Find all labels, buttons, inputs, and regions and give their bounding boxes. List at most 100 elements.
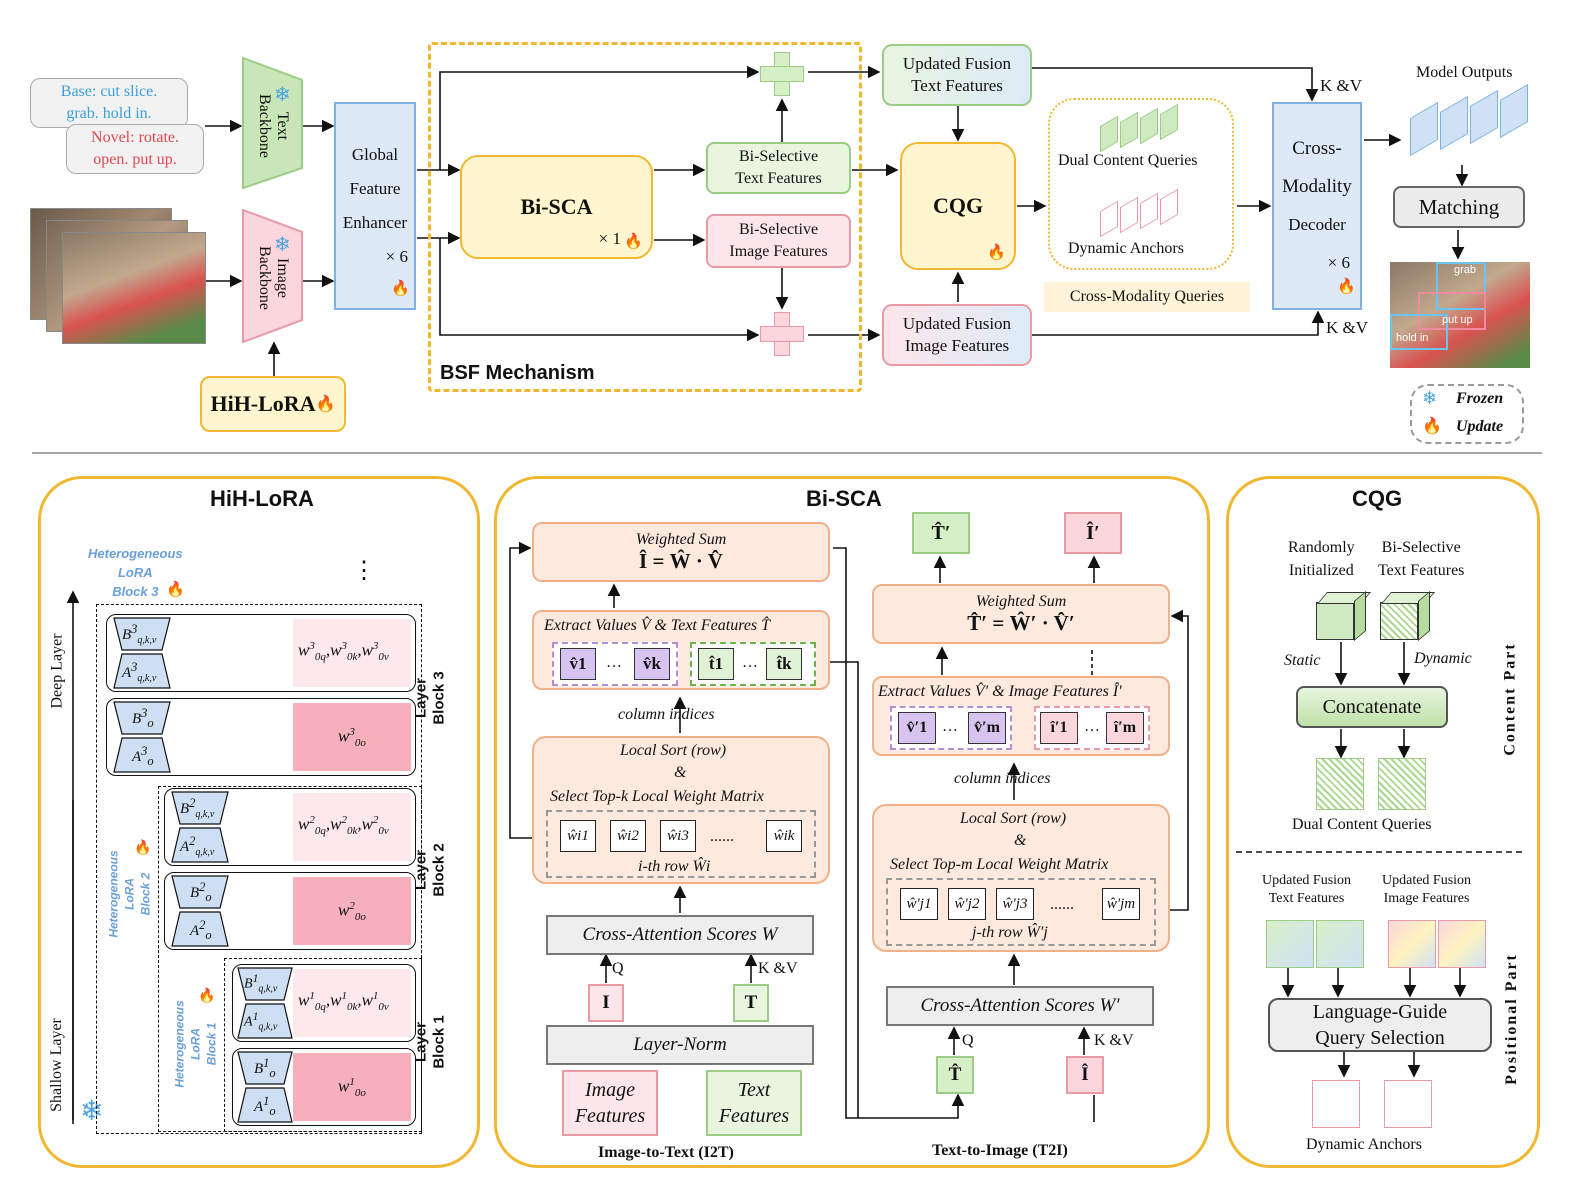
dual-content-queries-cubes xyxy=(1100,103,1182,153)
shallow-layer-label: Shallow Layer xyxy=(47,1018,65,1112)
kv-label-top: K &V xyxy=(1320,76,1363,95)
w-qkv-1: w10q,w10k,w10v xyxy=(298,990,389,1014)
model-outputs-cubes xyxy=(1410,83,1528,157)
bisca-times: × 1 xyxy=(598,229,621,248)
ls-i2t-l3: Select Top-k Local Weight Matrix xyxy=(550,788,764,805)
fire-icon: 🔥 xyxy=(1337,279,1356,295)
column-indices-i2t: column indices xyxy=(618,706,715,723)
hih-lora-box: HiH-LoRA 🔥 xyxy=(200,376,346,432)
anchor-cube-1 xyxy=(1312,1080,1360,1128)
v-ellipsis: … xyxy=(606,654,622,671)
w-i1: ŵi1 xyxy=(560,820,596,852)
novel-line-1: Novel: rotate. xyxy=(91,129,179,146)
w-qkv-2: w20q,w20k,w20v xyxy=(298,814,389,838)
ip-ellipsis: … xyxy=(1084,718,1100,735)
snowflake-icon: ❄ xyxy=(1422,388,1438,408)
bi-selective-text-features: Bi-Selective Text Features xyxy=(706,142,851,194)
updated-fusion-image-features: Updated Fusion Image Features xyxy=(882,304,1032,366)
lora-row-qkv-2 xyxy=(164,788,416,866)
lora-row-o-1 xyxy=(232,1048,416,1126)
i2t-label: Image-to-Text (I2T) xyxy=(598,1144,734,1161)
w-ellipsis-i2t: ...... xyxy=(710,828,734,845)
het3-l3: Block 3 xyxy=(112,584,159,599)
plus-icon-top xyxy=(760,52,804,96)
ls-t2i-l1: Local Sort (row) xyxy=(960,810,1067,827)
global-feature-enhancer: Global Feature Enhancer × 6 🔥 xyxy=(334,102,416,310)
more-blocks-dots: ⋮ xyxy=(352,558,376,584)
matching-label: Matching xyxy=(1418,194,1500,219)
gfe-l1: Global xyxy=(351,145,399,164)
fire-icon: 🔥 xyxy=(391,281,410,297)
row-t2i-label: j-th row Ŵ′j xyxy=(972,924,1048,941)
text-backbone-l2: Backbone xyxy=(256,94,273,158)
i-prime-out: Î′ xyxy=(1064,512,1122,554)
uft-cube-1 xyxy=(1266,920,1314,968)
ihat-node: Î xyxy=(1066,1056,1104,1094)
lb1-l2: Block 1 xyxy=(430,1015,448,1069)
extract-i2t-label: Extract Values V̂ & Text Features T̂ xyxy=(544,617,771,634)
q-label-i2t: Q xyxy=(612,960,624,977)
het3-l1: Heterogeneous xyxy=(88,546,183,561)
cmd-l1: Cross- xyxy=(1292,138,1342,159)
text-backbone-l1: Text xyxy=(274,111,291,141)
w-jm: ŵ′jm xyxy=(1102,888,1140,920)
base-text-box: Base: cut slice. grab. hold in. xyxy=(30,78,188,128)
snowflake-icon: ❄ xyxy=(274,234,291,256)
a-o-3: A3o xyxy=(132,744,154,768)
bst-l2: Text Features xyxy=(735,170,822,187)
content-part-label: Content Part xyxy=(1501,642,1519,756)
het3-l2: LoRA xyxy=(117,565,153,580)
rand-l2: Initialized xyxy=(1288,562,1354,579)
ls-t2i-l2: & xyxy=(1014,832,1027,849)
cross-attention-t2i: Cross-Attention Scores W′ xyxy=(886,986,1154,1026)
model-outputs-label: Model Outputs xyxy=(1416,64,1513,81)
fire-icon: 🔥 xyxy=(315,396,336,413)
uft-l2: Text Features xyxy=(911,76,1003,95)
ufi-cube-2 xyxy=(1438,920,1486,968)
static-cube xyxy=(1316,590,1372,642)
lb3-l2: Block 3 xyxy=(430,671,448,725)
txt-feat-l1: Text xyxy=(737,1079,771,1101)
het2-l1: Heterogeneous xyxy=(106,850,121,938)
ws-t2i-label: Weighted Sum xyxy=(975,592,1067,610)
hih-lora-title: HiH-LoRA xyxy=(210,486,314,511)
het-lora-3-label: Heterogeneous LoRA Block 3 xyxy=(88,544,183,601)
bisca-panel xyxy=(494,476,1210,1168)
weighted-sum-i2t: Weighted Sum Î = Ŵ · V̂ xyxy=(532,522,830,582)
het1-l1: Heterogeneous xyxy=(172,1000,187,1088)
vk-cell: v̂k xyxy=(634,648,670,680)
bsi-l1: Bi-Selective xyxy=(738,221,819,238)
w-ik: ŵik xyxy=(766,820,802,852)
legend-update: Update xyxy=(1456,418,1504,435)
hih-lora-label: HiH-LoRA xyxy=(210,391,316,416)
cqg-block-label: CQG xyxy=(932,193,984,218)
cqg-uft-l2: Text Features xyxy=(1268,891,1345,906)
w-o-1: w10o xyxy=(338,1076,366,1100)
t2i-label: Text-to-Image (T2I) xyxy=(932,1142,1068,1159)
t-ellipsis: … xyxy=(742,654,758,671)
legend-frozen: Frozen xyxy=(1456,390,1504,407)
cmd-l3: Decoder xyxy=(1288,215,1346,234)
rand-l1: Randomly xyxy=(1288,539,1355,556)
deep-layer-label: Deep Layer xyxy=(48,633,66,709)
cmq-text: Cross-Modality Queries xyxy=(1069,288,1225,305)
ufi-cube-1 xyxy=(1388,920,1436,968)
base-line-1: Base: cut slice. xyxy=(60,83,158,100)
cross-modality-queries-container xyxy=(1048,98,1234,270)
het2-l2: LoRA xyxy=(122,878,137,911)
w-ellipsis-t2i: ...... xyxy=(1050,896,1074,913)
txt-feat-l2: Features xyxy=(718,1105,790,1127)
bisel-l1: Bi-Selective xyxy=(1381,539,1461,556)
text-features-input: Text Features xyxy=(706,1070,802,1136)
concat-label: Concatenate xyxy=(1322,695,1422,718)
lora-row-o-2 xyxy=(164,872,416,950)
a-o-2: A2o xyxy=(190,918,212,942)
bst-l1: Bi-Selective xyxy=(738,148,819,165)
snowflake-icon: ❄ xyxy=(80,1096,104,1127)
bisel-l2: Text Features xyxy=(1378,562,1465,579)
bsf-label: BSF Mechanism xyxy=(440,362,595,384)
t-node: T xyxy=(733,984,769,1022)
het1-l3: Block 1 xyxy=(204,1022,219,1066)
